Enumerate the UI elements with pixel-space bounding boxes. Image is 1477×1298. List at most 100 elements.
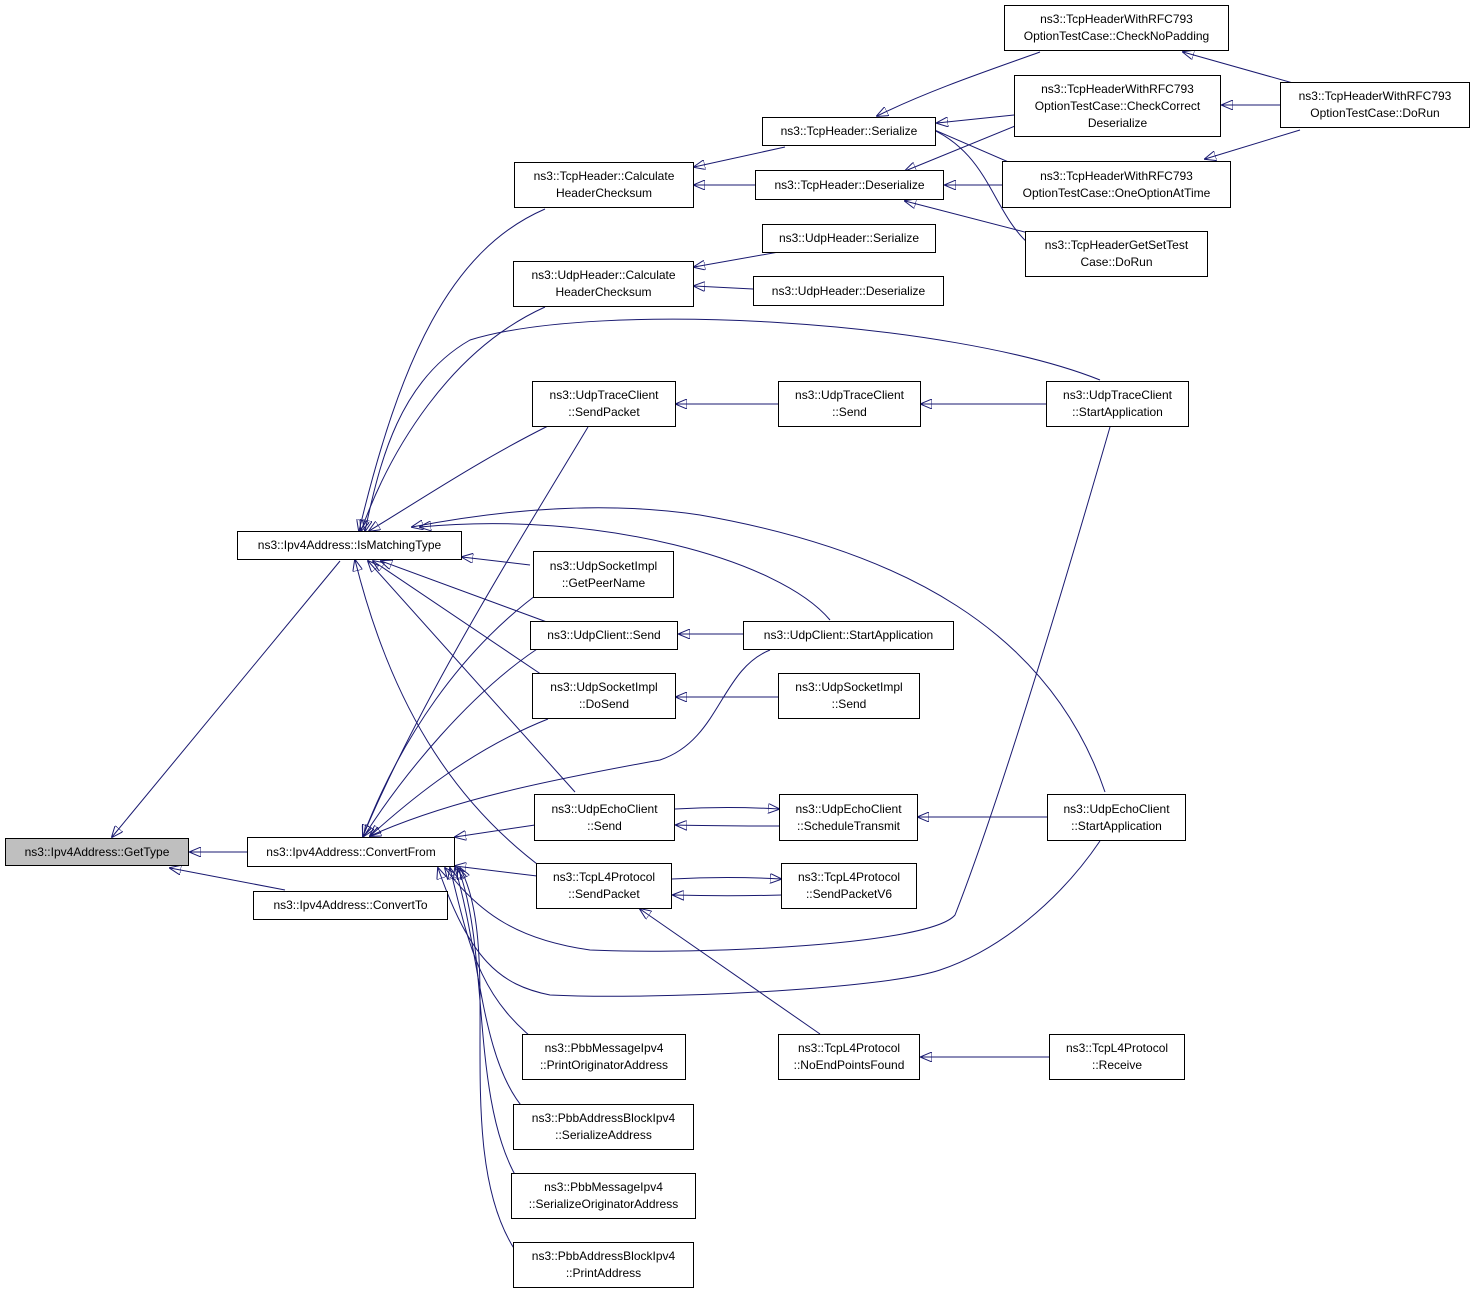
- edge: [460, 868, 516, 1251]
- node-label-line: ns3::Ipv4Address::ConvertFrom: [266, 844, 436, 859]
- node-label-line: ns3::TcpHeader::Calculate: [533, 169, 675, 183]
- node-tcpheaderwithrfc793-dorun[interactable]: ns3::TcpHeaderWithRFC793 OptionTestCase:…: [1280, 82, 1470, 128]
- edge-group: [112, 51, 1301, 1251]
- edge: [364, 641, 549, 836]
- node-udptraceclient-startapplication[interactable]: ns3::UdpTraceClient ::StartApplication: [1046, 381, 1189, 427]
- node-pbbaddressblockipv4-printaddress[interactable]: ns3::PbbAddressBlockIpv4 ::PrintAddress: [513, 1242, 694, 1288]
- node-label-line: ::Receive: [1091, 1058, 1143, 1072]
- node-label-line: ::Send: [587, 818, 622, 833]
- node-udptraceclient-send[interactable]: ns3::UdpTraceClient ::Send: [778, 381, 921, 427]
- node-label-line: ns3::PbbMessageIpv4: [544, 1041, 664, 1055]
- edge: [370, 718, 549, 836]
- node-label-line: ns3::UdpSocketImpl: [795, 680, 903, 694]
- edge: [112, 560, 341, 837]
- node-udpechoclient-startapplication[interactable]: ns3::UdpEchoClient ::StartApplication: [1047, 794, 1186, 841]
- node-pbbaddressblockipv4-serializeaddress[interactable]: ns3::PbbAddressBlockIpv4 ::SerializeAddr…: [513, 1104, 694, 1150]
- node-label-line: ns3::PbbAddressBlockIpv4: [531, 1249, 676, 1263]
- edge: [381, 561, 556, 626]
- edge: [671, 878, 781, 880]
- node-label-line: ns3::UdpHeader::Calculate: [531, 268, 676, 282]
- node-label-line: ::SendPacket: [568, 887, 640, 901]
- node-tcpl4protocol-noendpointsfound[interactable]: ns3::TcpL4Protocol ::NoEndPointsFound: [778, 1034, 920, 1080]
- node-label-line: ns3::UdpTraceClient: [549, 388, 659, 402]
- node-tcpheader-calculateheaderchecksum[interactable]: ns3::TcpHeader::Calculate HeaderChecksum: [514, 162, 694, 208]
- node-udpechoclient-scheduletransmit[interactable]: ns3::UdpEchoClient ::ScheduleTransmit: [779, 794, 918, 841]
- node-label-line: ::SendPacketV6: [805, 887, 893, 901]
- node-tcpheaderwithrfc793-checkcorrectdeserialize[interactable]: ns3::TcpHeaderWithRFC793 OptionTestCase:…: [1014, 75, 1221, 137]
- node-pbbmessageipv4-serializeoriginatoraddress[interactable]: ns3::PbbMessageIpv4 ::SerializeOriginato…: [511, 1173, 696, 1219]
- node-label-line: ::PrintAddress: [565, 1266, 642, 1280]
- edge: [363, 589, 544, 836]
- node-tcpheaderwithrfc793-oneoptionattime[interactable]: ns3::TcpHeaderWithRFC793 OptionTestCase:…: [1002, 161, 1231, 208]
- edge: [673, 895, 783, 896]
- edge: [674, 808, 779, 810]
- node-udpheader-serialize[interactable]: ns3::UdpHeader::Serialize: [762, 224, 936, 253]
- node-udpsocketimpl-getpeername[interactable]: ns3::UdpSocketImpl ::GetPeerName: [533, 551, 674, 598]
- node-label-line: ::PrintOriginatorAddress: [539, 1058, 669, 1072]
- edge: [455, 868, 526, 1111]
- edge: [369, 425, 549, 531]
- edge: [368, 561, 576, 793]
- node-tcpl4protocol-sendpacketv6[interactable]: ns3::TcpL4Protocol ::SendPacketV6: [781, 863, 917, 909]
- node-udpheader-deserialize[interactable]: ns3::UdpHeader::Deserialize: [753, 276, 944, 306]
- edge: [365, 318, 1101, 531]
- edge: [355, 560, 546, 871]
- node-label-line: ns3::UdpClient::Send: [547, 628, 661, 642]
- edge: [922, 125, 1031, 246]
- edge: [458, 868, 519, 1181]
- node-udpsocketimpl-dosend[interactable]: ns3::UdpSocketImpl ::DoSend: [532, 673, 676, 719]
- edge: [420, 524, 831, 621]
- node-ipv4address-gettype[interactable]: ns3::Ipv4Address::GetType: [5, 838, 189, 866]
- node-label-line: ns3::UdpSocketImpl: [549, 558, 658, 573]
- node-label-line: ::Send: [832, 405, 867, 419]
- edge: [877, 51, 1041, 116]
- edge: [438, 840, 1101, 997]
- node-label-line: HeaderChecksum: [555, 285, 652, 299]
- node-udpclient-send[interactable]: ns3::UdpClient::Send: [530, 621, 678, 650]
- node-label-line: ns3::Ipv4Address::ConvertTo: [273, 898, 428, 912]
- node-label-line: ns3::TcpHeader::Deserialize: [774, 177, 925, 192]
- node-tcpheaderwithrfc793-checknopadding[interactable]: ns3::TcpHeaderWithRFC793 OptionTestCase:…: [1004, 5, 1229, 51]
- edge: [455, 866, 538, 877]
- node-udptraceclient-sendpacket[interactable]: ns3::UdpTraceClient ::SendPacket: [532, 381, 676, 427]
- edge: [170, 868, 286, 891]
- node-label-line: ns3::UdpEchoClient: [795, 801, 902, 816]
- node-label-line: OptionTestCase::CheckNoPadding: [1023, 29, 1210, 43]
- node-ipv4address-convertto[interactable]: ns3::Ipv4Address::ConvertTo: [253, 891, 448, 920]
- node-ipv4address-convertfrom[interactable]: ns3::Ipv4Address::ConvertFrom: [247, 837, 455, 867]
- node-label-line: ns3::PbbAddressBlockIpv4: [531, 1111, 676, 1125]
- node-label-line: ns3::TcpL4Protocol: [797, 1041, 901, 1055]
- node-label-line: ::ScheduleTransmit: [797, 818, 900, 833]
- node-label-line: ns3::Ipv4Address::GetType: [24, 844, 170, 859]
- node-label-line: ns3::Ipv4Address::IsMatchingType: [257, 538, 442, 552]
- node-label-line: ns3::TcpL4Protocol: [552, 870, 656, 884]
- node-tcpheader-serialize[interactable]: ns3::TcpHeader::Serialize: [762, 117, 936, 146]
- node-tcpheader-deserialize[interactable]: ns3::TcpHeader::Deserialize: [755, 170, 944, 200]
- node-tcpheadergetsettestcase-dorun[interactable]: ns3::TcpHeaderGetSetTest Case::DoRun: [1025, 231, 1208, 277]
- edge: [640, 909, 821, 1035]
- edge: [445, 426, 1111, 952]
- node-ipv4address-ismatchingtype[interactable]: ns3::Ipv4Address::IsMatchingType: [237, 531, 462, 560]
- node-udpechoclient-send[interactable]: ns3::UdpEchoClient ::Send: [534, 794, 675, 841]
- node-label-line: ::StartApplication: [1072, 405, 1163, 419]
- node-tcpl4protocol-receive[interactable]: ns3::TcpL4Protocol ::Receive: [1049, 1034, 1185, 1080]
- node-label-line: ns3::TcpL4Protocol: [797, 870, 901, 884]
- node-label-line: OptionTestCase::CheckCorrect: [1034, 98, 1201, 113]
- edge: [905, 201, 1041, 237]
- node-label-line: ns3::UdpEchoClient: [1063, 801, 1170, 816]
- edge: [359, 208, 546, 531]
- node-tcpl4protocol-sendpacket[interactable]: ns3::TcpL4Protocol ::SendPacket: [536, 863, 672, 909]
- node-label-line: ::GetPeerName: [561, 575, 646, 590]
- node-label-line: OptionTestCase::DoRun: [1310, 106, 1440, 120]
- node-label-line: ::SerializeAddress: [555, 1128, 652, 1142]
- edge: [1205, 129, 1301, 159]
- node-label-line: ns3::UdpClient::StartApplication: [763, 628, 934, 642]
- node-pbbmessageipv4-printoriginatoraddress[interactable]: ns3::PbbMessageIpv4 ::PrintOriginatorAdd…: [522, 1034, 686, 1080]
- node-udpclient-startapplication[interactable]: ns3::UdpClient::StartApplication: [743, 621, 954, 650]
- edge: [412, 507, 1106, 793]
- node-udpsocketimpl-send[interactable]: ns3::UdpSocketImpl ::Send: [778, 673, 920, 719]
- node-label-line: ns3::TcpHeaderWithRFC793: [1040, 12, 1193, 26]
- node-label-line: ns3::UdpHeader::Deserialize: [771, 283, 926, 298]
- node-udpheader-calculateheaderchecksum[interactable]: ns3::UdpHeader::Calculate HeaderChecksum: [513, 261, 694, 307]
